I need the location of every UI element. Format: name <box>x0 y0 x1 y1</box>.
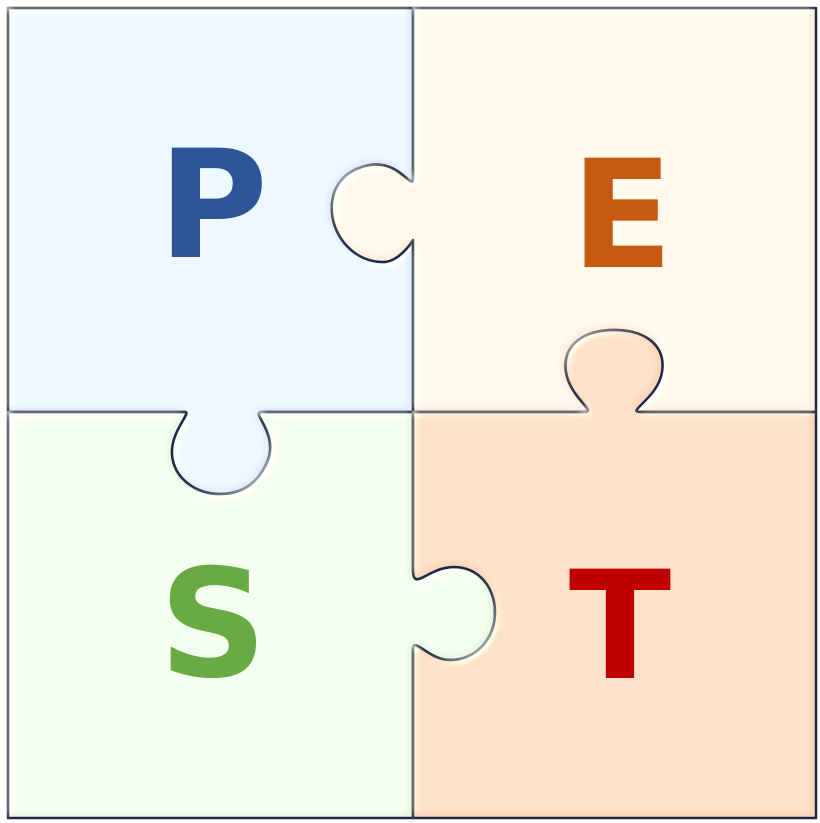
letter-t: T <box>569 540 671 714</box>
letter-e: E <box>571 129 673 303</box>
letter-s: S <box>159 538 267 712</box>
letter-p: P <box>158 119 268 293</box>
